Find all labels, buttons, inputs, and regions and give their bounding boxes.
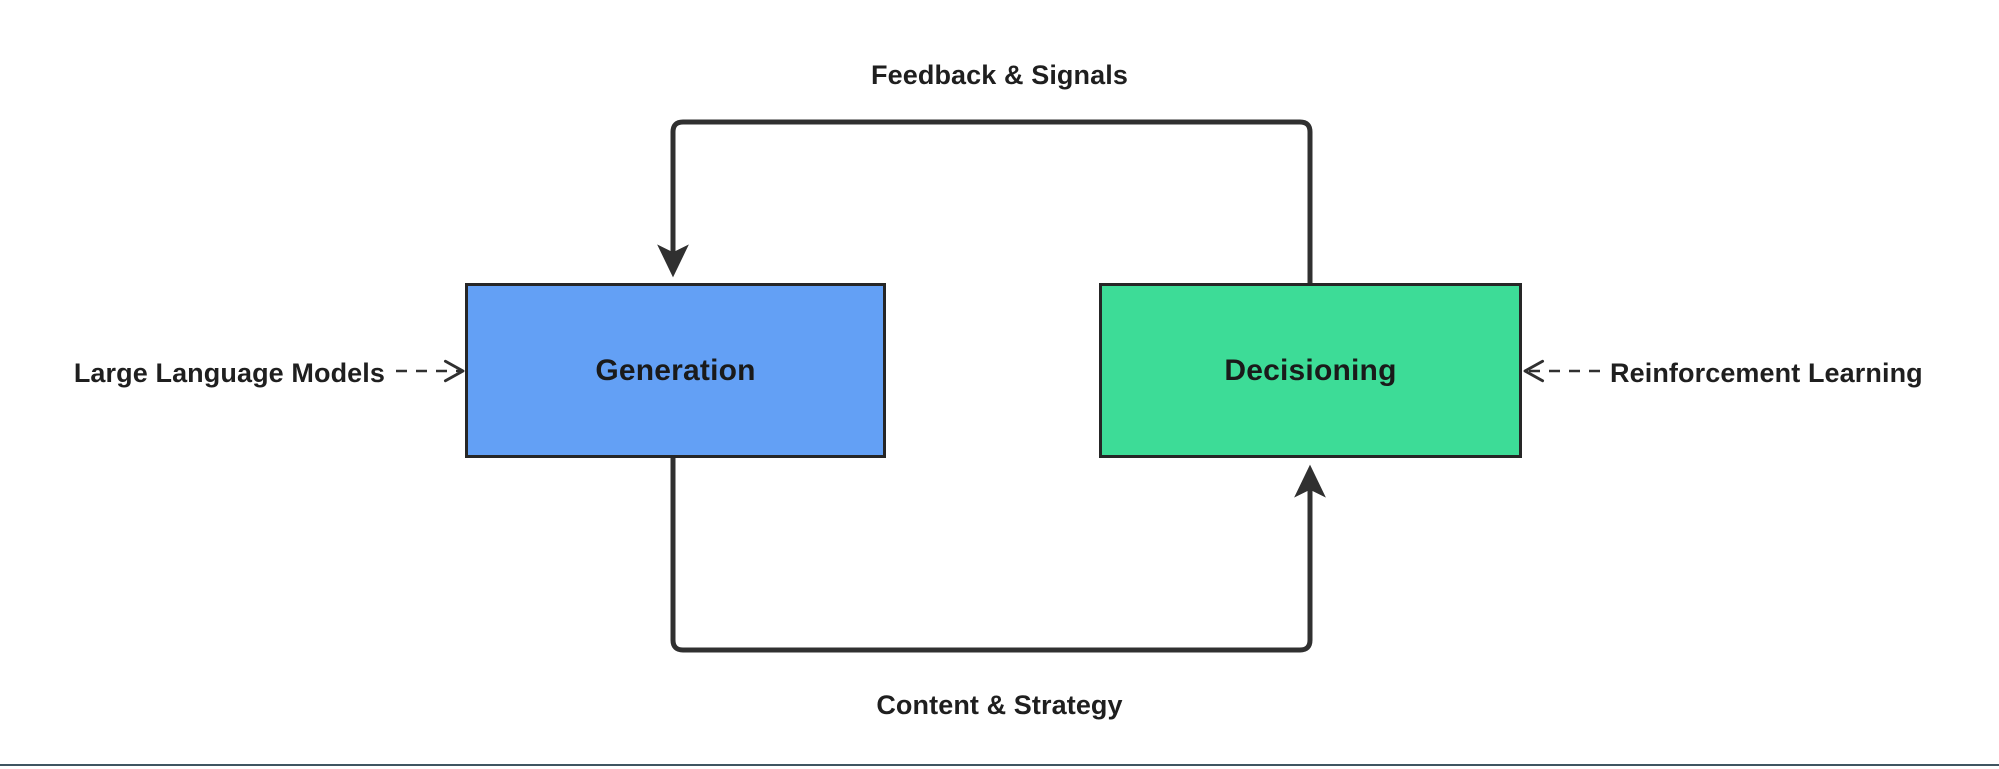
node-generation[interactable]: Generation (465, 283, 886, 458)
edge-label-content-strategy: Content & Strategy (876, 690, 1123, 720)
edge-content-strategy-path (670, 458, 1326, 653)
edge-label-large-language-models: Large Language Models (73, 358, 385, 388)
node-decisioning-label: Decisioning (1224, 353, 1397, 387)
edge-label-feedback-signals: Feedback & Signals (871, 60, 1128, 90)
node-generation-label: Generation (595, 353, 756, 387)
edge-label-reinforcement-learning: Reinforcement Learning (1610, 358, 1923, 388)
node-decisioning[interactable]: Decisioning (1099, 283, 1522, 458)
edge-feedback-signals-path (657, 119, 1313, 283)
footer-divider (0, 764, 1999, 766)
